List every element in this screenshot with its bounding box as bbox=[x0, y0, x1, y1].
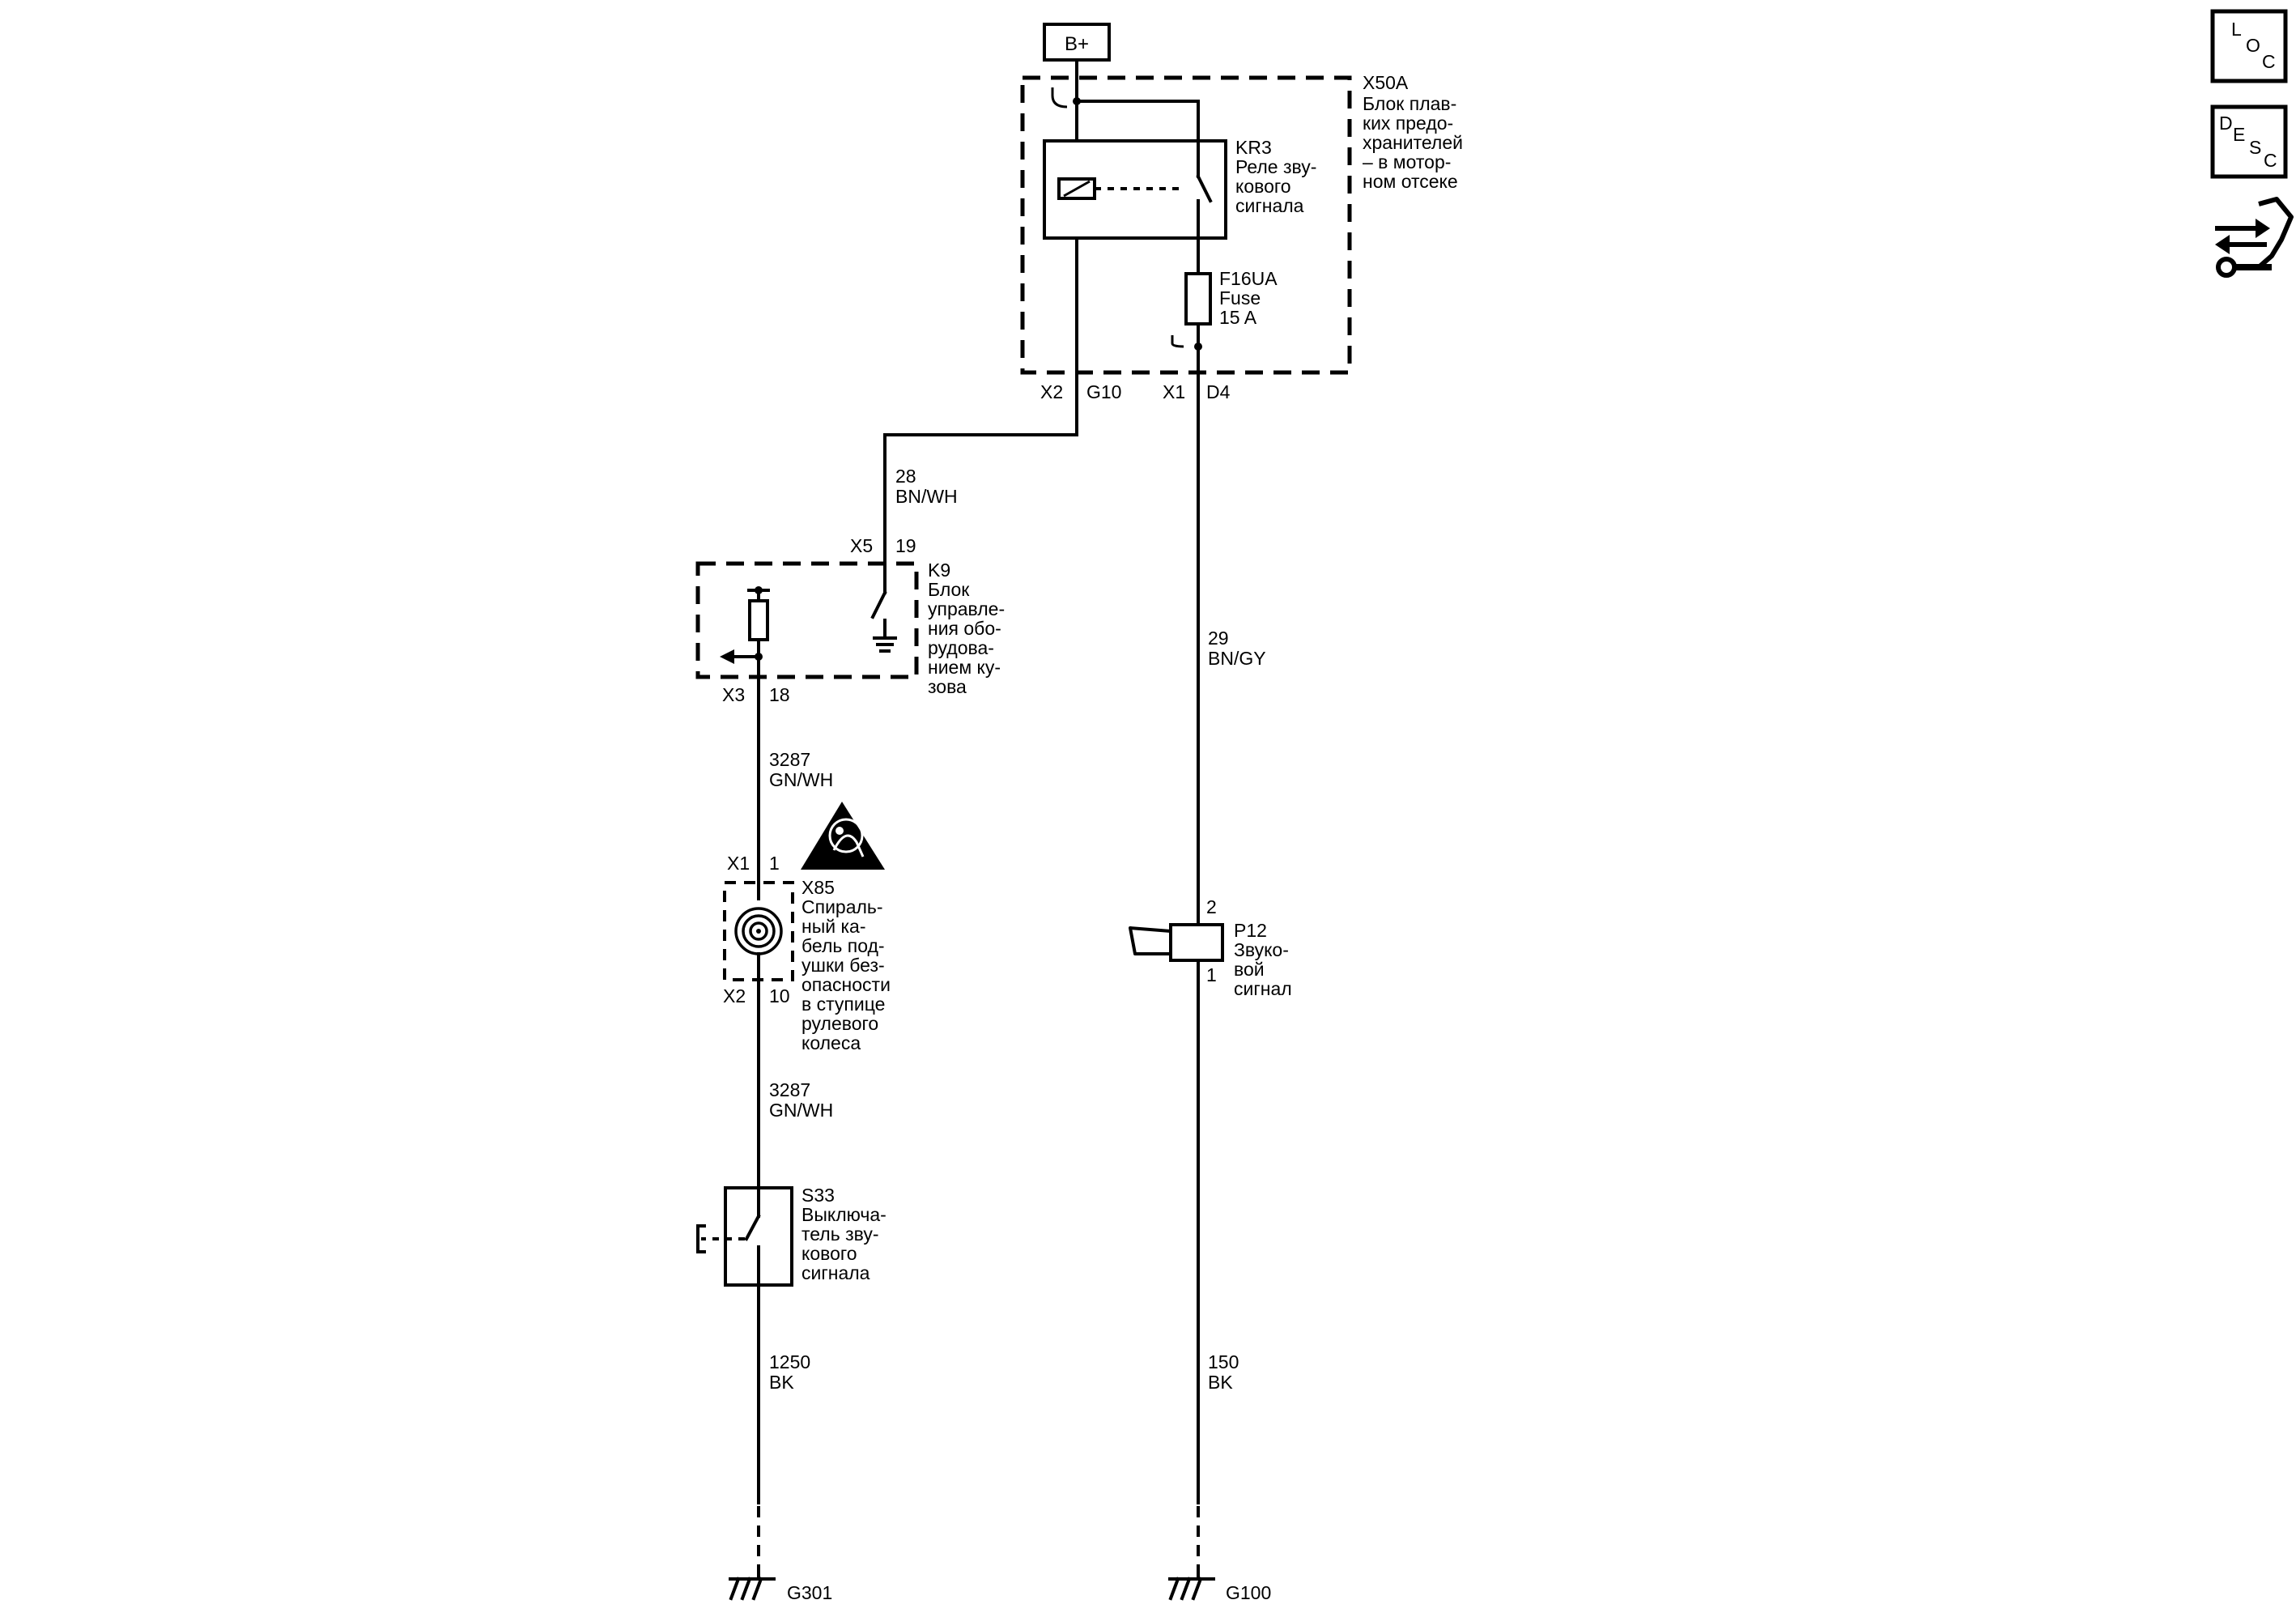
location-button[interactable]: L O C bbox=[2210, 9, 2288, 83]
relay-kr3: KR3 Реле зву- кового сигнала bbox=[1043, 137, 1316, 240]
wire-28-circuit: 28 bbox=[895, 466, 916, 487]
wire-1250-circuit: 1250 bbox=[769, 1351, 810, 1372]
x85-desc-3: бель под- bbox=[801, 935, 885, 956]
k9-top-pin: 19 bbox=[895, 535, 916, 556]
s33-desc-4: сигнала bbox=[801, 1262, 870, 1283]
s33-name: S33 bbox=[801, 1185, 835, 1206]
ground-g100-label: G100 bbox=[1226, 1582, 1271, 1603]
wire-1250-color: BK bbox=[769, 1372, 794, 1393]
fuse-desc-2: 15 A bbox=[1219, 307, 1257, 328]
x50a-right-pin: D4 bbox=[1206, 381, 1231, 402]
wire-3287a-circuit: 3287 bbox=[769, 749, 810, 770]
relay-name: KR3 bbox=[1235, 137, 1272, 158]
desc-letter-d: D bbox=[2219, 113, 2233, 134]
ground-g301-label: G301 bbox=[787, 1582, 832, 1603]
fuse-block-desc-2: ких предо- bbox=[1363, 113, 1453, 134]
loc-letter-o: O bbox=[2246, 35, 2260, 56]
x50a-left-conn: X2 bbox=[1040, 381, 1063, 402]
ground-g100: G100 bbox=[1168, 1565, 1271, 1603]
k9-desc-1: Блок bbox=[928, 579, 970, 600]
clockspring-coil-icon bbox=[734, 907, 783, 955]
wire-3287a-color: GN/WH bbox=[769, 769, 833, 790]
internal-connector-bottom bbox=[1171, 335, 1184, 348]
fuse-block-x50a: X50A Блок плав- ких предо- хранителей – … bbox=[1020, 72, 1463, 375]
x50a-right-conn: X1 bbox=[1163, 381, 1185, 402]
x85-desc-2: ный ка- bbox=[801, 916, 866, 937]
k9-top-conn: X5 bbox=[850, 535, 873, 556]
desc-letter-s: S bbox=[2249, 137, 2261, 158]
x50a-left-pin: G10 bbox=[1086, 381, 1121, 402]
k9-desc-5: нием ку- bbox=[928, 657, 1001, 678]
wire-150-color: BK bbox=[1208, 1372, 1233, 1393]
x85-top-pin: 1 bbox=[769, 853, 780, 874]
x85-top-conn: X1 bbox=[727, 853, 750, 874]
connector-swap-icon[interactable] bbox=[2215, 197, 2294, 278]
k9-desc-3: ния обо- bbox=[928, 618, 1001, 639]
x85-bot-conn: X2 bbox=[723, 985, 746, 1006]
relay-desc-2: кового bbox=[1235, 176, 1291, 197]
fuse-name: F16UA bbox=[1219, 268, 1278, 289]
p12-bot-pin: 1 bbox=[1206, 964, 1217, 985]
p12-desc-2: вой bbox=[1234, 959, 1265, 980]
internal-connector-top bbox=[1051, 87, 1068, 109]
supply-label: B+ bbox=[1065, 33, 1089, 55]
fuse-desc-1: Fuse bbox=[1219, 287, 1261, 309]
p12-top-pin: 2 bbox=[1206, 896, 1217, 917]
ground-g301: G301 bbox=[729, 1565, 832, 1603]
x85-desc-1: Спираль- bbox=[801, 896, 883, 917]
k9-desc-2: управле- bbox=[928, 598, 1005, 619]
desc-letter-c: C bbox=[2264, 150, 2277, 171]
desc-letter-e: E bbox=[2233, 124, 2245, 145]
x85-name: X85 bbox=[801, 877, 835, 898]
x85-desc-8: колеса bbox=[801, 1032, 861, 1053]
fuse-f16ua: F16UA Fuse 15 A bbox=[1184, 236, 1278, 350]
k9-desc-6: зова bbox=[928, 676, 967, 697]
loc-letter-c: C bbox=[2262, 51, 2276, 72]
wire-150-circuit: 150 bbox=[1208, 1351, 1239, 1372]
x85-desc-5: опасности bbox=[801, 974, 891, 995]
fuse-block-name: X50A bbox=[1363, 72, 1409, 93]
relay-desc-1: Реле зву- bbox=[1235, 156, 1316, 177]
wire-3287b-color: GN/WH bbox=[769, 1100, 833, 1121]
s33-desc-3: кового bbox=[801, 1243, 857, 1264]
fuse-block-desc-3: хранителей bbox=[1363, 132, 1463, 153]
fuse-block-desc-4: – в мотор- bbox=[1363, 151, 1451, 172]
k9-bot-conn: X3 bbox=[722, 684, 745, 705]
p12-name: P12 bbox=[1234, 920, 1267, 941]
horn-p12: 2 P12 Звуко- вой сигнал 1 bbox=[1129, 896, 1292, 999]
x85-bot-pin: 10 bbox=[769, 985, 790, 1006]
body-control-module-k9: X5 19 K9 Блок управле- ния обо- рудова- … bbox=[695, 535, 1005, 705]
p12-desc-3: сигнал bbox=[1234, 978, 1292, 999]
k9-desc-4: рудова- bbox=[928, 637, 994, 658]
x85-desc-6: в ступице bbox=[801, 994, 885, 1015]
s33-desc-1: Выключа- bbox=[801, 1204, 887, 1225]
wire-29-color: BN/GY bbox=[1208, 648, 1266, 669]
fuse-block-desc-5: ном отсеке bbox=[1363, 171, 1458, 192]
p12-desc-1: Звуко- bbox=[1234, 939, 1289, 960]
x85-desc-7: рулевого bbox=[801, 1013, 878, 1034]
k9-bot-pin: 18 bbox=[769, 684, 790, 705]
wire-3287b-circuit: 3287 bbox=[769, 1079, 810, 1100]
wire-28-color: BN/WH bbox=[895, 486, 958, 507]
battery-supply: B+ bbox=[1043, 23, 1111, 79]
horn-switch-s33: S33 Выключа- тель зву- кового сигнала bbox=[696, 1185, 887, 1287]
loc-letter-l: L bbox=[2231, 19, 2242, 40]
wire-29-circuit: 29 bbox=[1208, 628, 1229, 649]
wire-28 bbox=[883, 330, 1078, 568]
airbag-warning-icon bbox=[801, 802, 885, 870]
x85-desc-4: ушки без- bbox=[801, 955, 885, 976]
k9-name: K9 bbox=[928, 560, 950, 581]
description-button[interactable]: D E S C bbox=[2210, 104, 2288, 179]
clockspring-x85: X1 1 X85 Спираль- ный ка- бель под- ушки… bbox=[723, 802, 891, 1053]
relay-desc-3: сигнала bbox=[1235, 195, 1304, 216]
fuse-block-desc-1: Блок плав- bbox=[1363, 93, 1456, 114]
s33-desc-2: тель зву- bbox=[801, 1223, 879, 1245]
